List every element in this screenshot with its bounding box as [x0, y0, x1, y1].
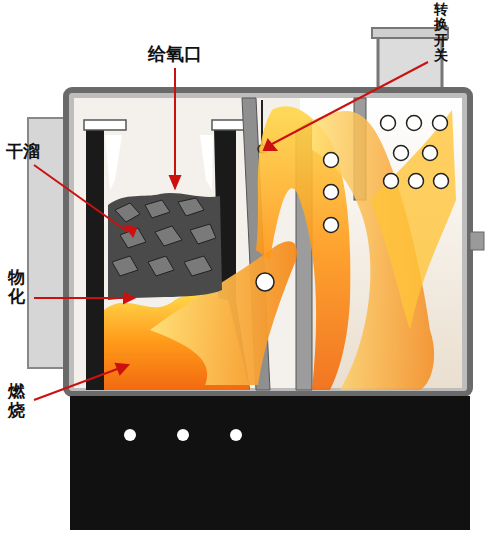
- leader-line: [34, 297, 126, 299]
- part-label: 干溜: [6, 140, 40, 163]
- leader-line: [174, 68, 176, 178]
- part-label: 给氧口: [148, 42, 202, 66]
- base: [70, 396, 470, 530]
- coal: [108, 193, 222, 300]
- leader-line: [272, 62, 428, 144]
- part-label: 转换开关: [434, 2, 448, 64]
- leader-line: [34, 165, 128, 232]
- part-label: 物化: [8, 268, 25, 305]
- leader-line: [34, 368, 120, 400]
- part-label: 燃烧: [8, 382, 25, 419]
- chimney: [378, 32, 442, 94]
- housing: [66, 90, 470, 394]
